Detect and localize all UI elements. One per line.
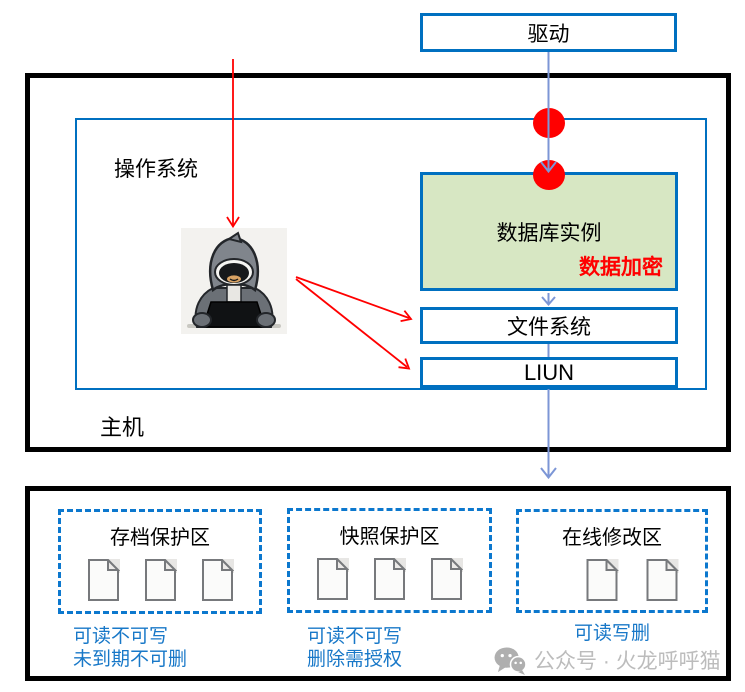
zone-caption: 可读写删 <box>516 622 708 645</box>
liun-box: LIUN <box>420 357 678 388</box>
zone-documents <box>290 558 489 600</box>
os-label: 操作系统 <box>114 158 198 181</box>
snapshot-protection-zone: 快照保护区 <box>287 508 492 613</box>
arrowhead-icon <box>540 467 557 480</box>
document-icon <box>144 559 177 601</box>
caption-line: 未到期不可删 <box>73 649 188 670</box>
caption-line: 可读写删 <box>573 623 650 644</box>
hacker-illustration <box>181 228 287 334</box>
data-encryption-label: 数据加密 <box>579 256 663 279</box>
zone-title: 快照保护区 <box>339 526 440 548</box>
zone-caption: 可读不可写 未到期不可删 <box>73 625 187 671</box>
document-icon <box>586 559 619 601</box>
caption-line: 可读不可写 <box>307 626 403 647</box>
driver-label: 驱动 <box>527 22 570 46</box>
document-icon <box>374 558 406 600</box>
hacker-icon <box>181 228 287 334</box>
document-icon <box>87 559 120 601</box>
file-system-box: 文件系统 <box>420 307 678 344</box>
document-icon <box>201 559 234 601</box>
host-label: 主机 <box>100 415 145 440</box>
zone-title: 在线修改区 <box>562 527 662 549</box>
host-box <box>25 73 731 452</box>
document-icon <box>431 558 463 600</box>
zone-title: 存档保护区 <box>110 527 210 549</box>
file-system-label: 文件系统 <box>507 315 591 339</box>
driver-box: 驱动 <box>420 13 677 52</box>
watermark-text: 公众号 · 火龙呼呼猫 <box>534 650 721 673</box>
storage-box <box>25 486 731 681</box>
document-icon <box>317 558 349 600</box>
database-instance-box: 数据库实例 数据加密 <box>420 172 678 291</box>
document-icon <box>646 559 679 601</box>
database-instance-label: 数据库实例 <box>496 221 602 245</box>
caption-line: 删除需授权 <box>307 649 403 670</box>
zone-caption: 可读不可写 删除需授权 <box>307 625 402 671</box>
os-box <box>75 118 707 390</box>
zone-documents <box>519 559 705 601</box>
caption-line: 可读不可写 <box>73 626 169 647</box>
archive-protection-zone: 存档保护区 <box>58 509 262 614</box>
liun-label: LIUN <box>523 359 575 385</box>
watermark: 公众号 · 火龙呼呼猫 <box>494 645 721 675</box>
online-modification-zone: 在线修改区 <box>516 509 708 613</box>
wechat-icon <box>494 646 527 675</box>
zone-documents <box>61 559 259 601</box>
